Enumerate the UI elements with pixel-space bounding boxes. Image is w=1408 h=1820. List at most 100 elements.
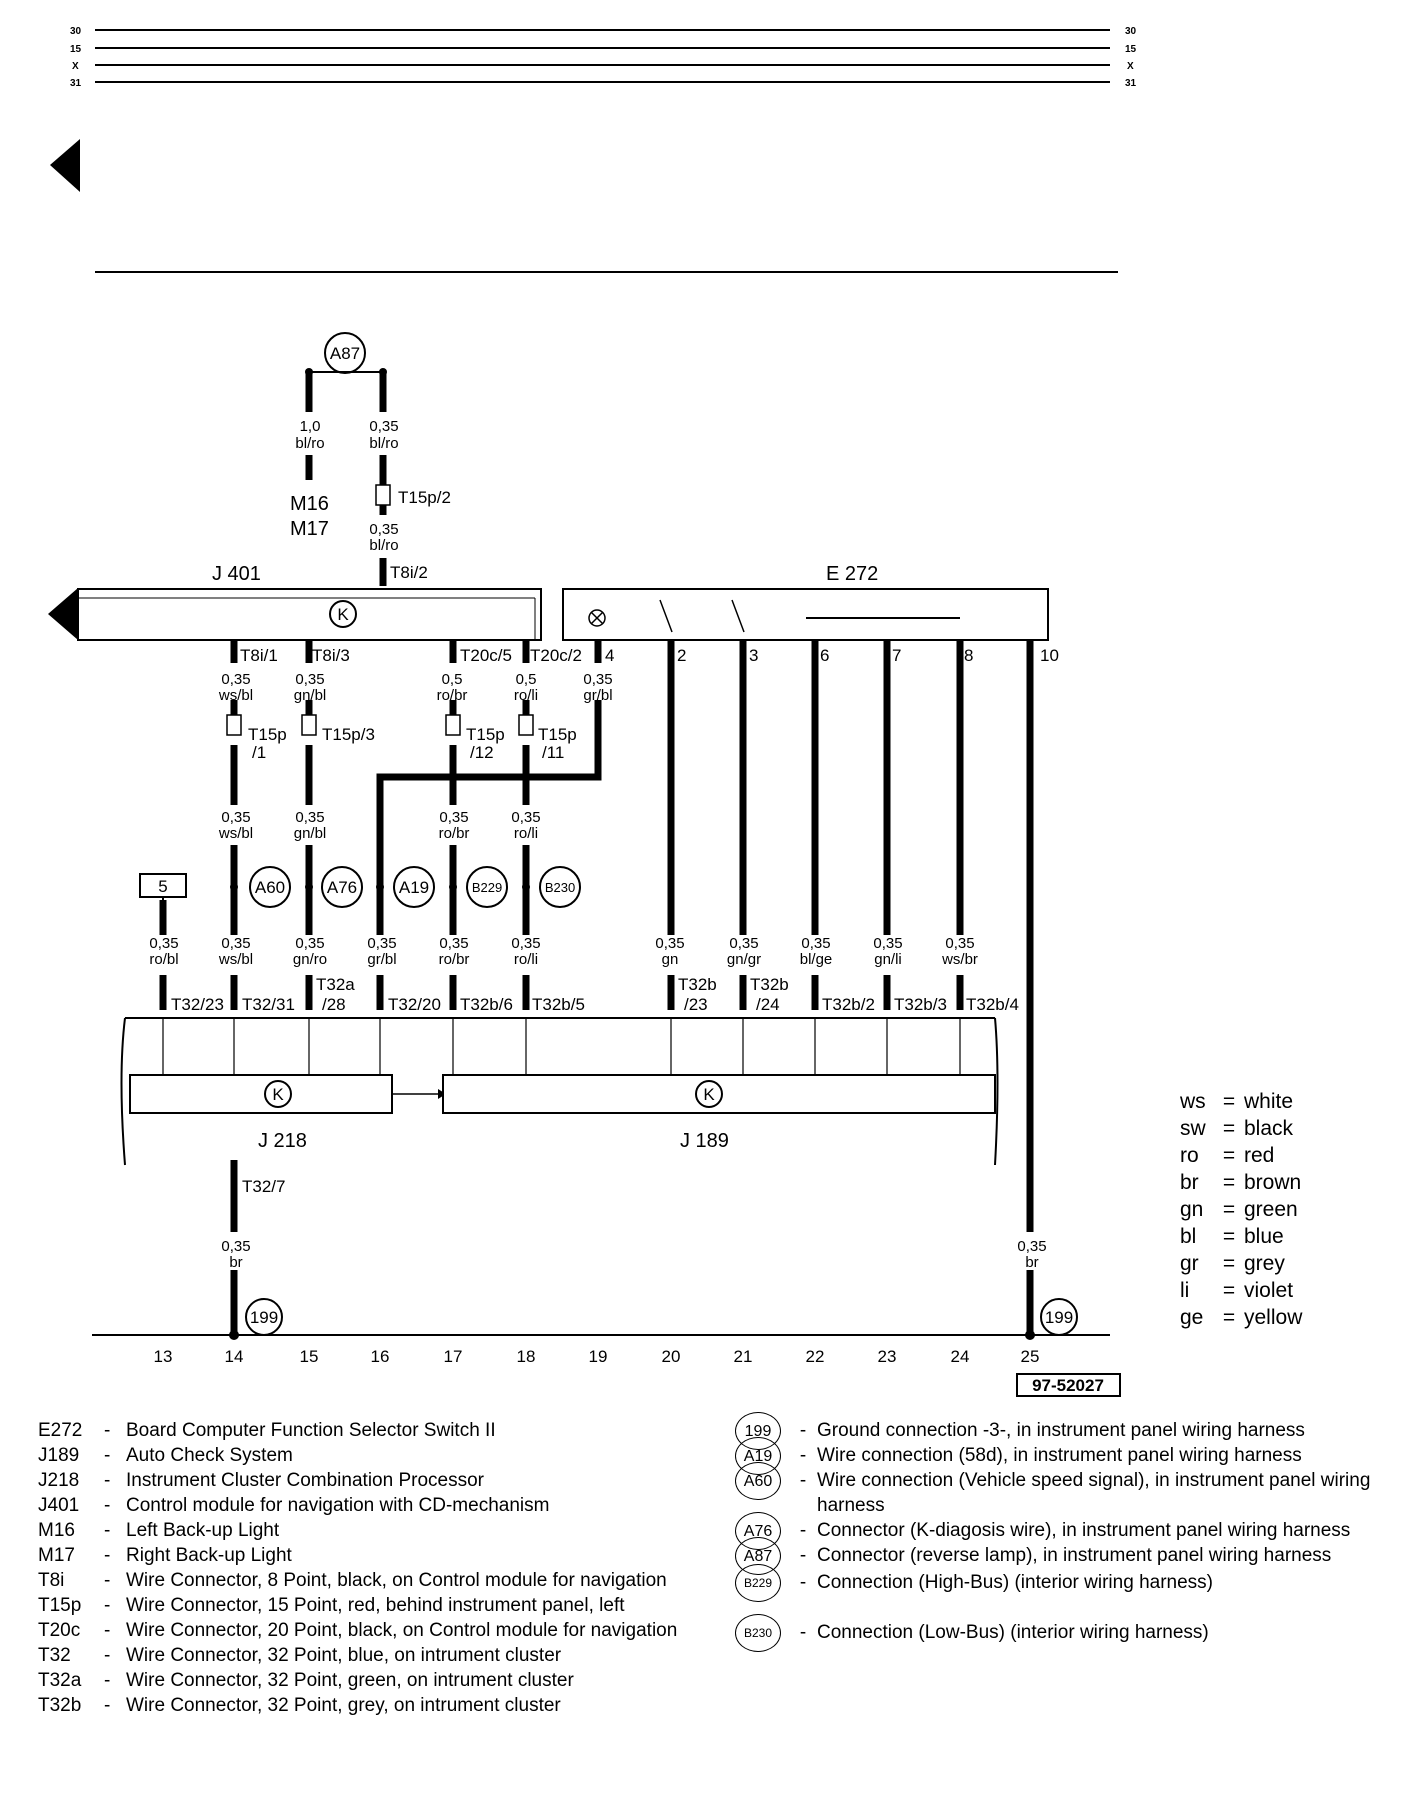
lower-wire-gauge-11: 0,35 [945, 935, 974, 952]
color-legend-row: gr = grey [1180, 1250, 1400, 1277]
pin-t32b-2: T32b/2 [822, 995, 875, 1014]
lower-wire-gauge-5: 0,35 [439, 935, 468, 952]
b230-connector [539, 866, 581, 908]
dash: - [104, 1670, 111, 1691]
color-abbr: ge [1180, 1306, 1204, 1329]
color-abbr: gr [1180, 1252, 1199, 1275]
dash: - [799, 1420, 807, 1441]
component-legend-row: T8i-Wire Connector, 8 Point, black, on C… [38, 1568, 728, 1593]
e272-pin-2: 2 [677, 646, 686, 665]
m16-label: M16 [290, 493, 329, 515]
connection-desc: Connector (K-diagosis wire), in instrume… [817, 1520, 1351, 1541]
color-abbr: ws [1180, 1090, 1206, 1113]
dash: - [104, 1420, 111, 1441]
component-legend-row: M17-Right Back-up Light [38, 1543, 728, 1568]
rail-label-31: 31 [70, 78, 82, 89]
pin-t32b-6: T32b/6 [460, 995, 513, 1014]
bus-arrow [392, 1089, 446, 1099]
a87-left-color: bl/ro [295, 435, 324, 452]
track-16: 16 [371, 1347, 390, 1366]
component-code: T20c [38, 1620, 81, 1641]
figure-id-label: 97-52027 [1032, 1376, 1104, 1395]
j218-module: K J 218 [129, 1074, 393, 1152]
ground-label-right: 199 [1045, 1308, 1073, 1327]
pin-t32b-23-a: T32b [678, 975, 717, 994]
t8i2-label: T8i/2 [390, 563, 428, 582]
color-legend-row: ws=white [1180, 1088, 1400, 1115]
e272-switch: E 272 [562, 563, 1049, 641]
upper-wire-gauge-3: 0,5 [442, 671, 463, 688]
dash: - [104, 1470, 111, 1491]
color-legend-row: ge=yellow [1180, 1304, 1400, 1331]
lower-wire-color-8: gn/gr [727, 951, 761, 968]
component-desc: Wire Connector, 20 Point, black, on Cont… [126, 1620, 678, 1641]
mid-wire-color-2: gn/bl [294, 825, 327, 842]
a19-connector [393, 866, 435, 908]
dash: - [104, 1445, 111, 1466]
j189-module: K J 189 [442, 1074, 996, 1152]
mid-wire-color-4: ro/li [514, 825, 538, 842]
lower-wire-gauge-2: 0,35 [221, 935, 250, 952]
ground-pin-t32-7: T32/7 [242, 1177, 285, 1196]
t15p-1-name: T15p [248, 725, 287, 744]
lower-wire-gauge-10: 0,35 [873, 935, 902, 952]
connection-legend-row: B230-Connection (Low-Bus) (interior wiri… [735, 1614, 1395, 1652]
equals-sign: = [1222, 1198, 1236, 1221]
connection-legend-row: A19-Wire connection (58d), in instrument… [735, 1437, 1395, 1475]
component-legend: E272-Board Computer Function Selector Sw… [38, 1418, 728, 1718]
color-legend-row: br=brown [1180, 1169, 1400, 1196]
connection-desc: Wire connection (58d), in instrument pan… [817, 1445, 1302, 1466]
lower-wire-color-2: ws/bl [218, 951, 253, 968]
mid-wire-gauge-1: 0,35 [221, 809, 250, 826]
connection-desc: Ground connection -3-, in instrument pan… [817, 1420, 1305, 1441]
pin-t32-20: T32/20 [388, 995, 441, 1014]
component-code: J401 [38, 1495, 80, 1516]
lower-wire-gauge-6: 0,35 [511, 935, 540, 952]
component-desc: Wire Connector, 8 Point, black, on Contr… [126, 1570, 667, 1591]
component-legend-row: T32a-Wire Connector, 32 Point, green, on… [38, 1668, 728, 1693]
mid-wire-color-1: ws/bl [218, 825, 253, 842]
ground-connector-199-left [245, 1298, 283, 1336]
e272-pins: 4 2 3 6 7 8 10 [605, 646, 1059, 665]
a19-label: A19 [399, 878, 429, 897]
track-18: 18 [517, 1347, 536, 1366]
dash: - [104, 1645, 111, 1666]
component-legend-row: T15p-Wire Connector, 15 Point, red, behi… [38, 1593, 728, 1618]
track-13: 13 [154, 1347, 173, 1366]
lower-wire-color-5: ro/br [439, 951, 470, 968]
b230-label: B230 [545, 880, 575, 895]
color-name: grey [1244, 1252, 1285, 1275]
component-desc: Wire Connector, 15 Point, red, behind in… [126, 1595, 625, 1616]
component-desc: Right Back-up Light [126, 1545, 292, 1566]
j401-pin-3: T20c/5 [460, 646, 512, 665]
connection-legend-row: A60-Wire connection (Vehicle speed signa… [735, 1462, 1395, 1518]
j401-label: J 401 [212, 563, 261, 585]
connection-desc: Wire connection (Vehicle speed signal), … [817, 1470, 1371, 1516]
color-name: red [1244, 1144, 1275, 1167]
j401-k-symbol: K [337, 605, 349, 624]
connection-legend-row: B229-Connection (High-Bus) (interior wir… [735, 1564, 1395, 1602]
rail-label-30-right: 30 [1125, 26, 1137, 37]
equals-sign: = [1222, 1306, 1236, 1329]
mid-wire-color-3: ro/br [439, 825, 470, 842]
rail-label-15: 15 [70, 44, 82, 55]
color-legend-row: ro=red [1180, 1142, 1400, 1169]
pin-t32b-23-b: /23 [684, 995, 708, 1014]
dash: - [799, 1545, 807, 1566]
lower-wire-gauge-4: 0,35 [367, 935, 396, 952]
pin-t32-23: T32/23 [171, 995, 224, 1014]
continuation-arrow-top [50, 139, 80, 192]
dash: - [104, 1570, 111, 1591]
equals-sign: = [1222, 1252, 1236, 1275]
lower-wire-color-11: ws/br [941, 951, 978, 968]
ground-wire-color-right: br [1025, 1254, 1038, 1271]
color-legend-row: bl=blue [1180, 1223, 1400, 1250]
circle-connectors: A60 A76 A19 B229 B230 [230, 866, 581, 908]
lower-wire-color-6: ro/li [514, 951, 538, 968]
j189-k-symbol: K [703, 1085, 715, 1104]
color-name: green [1244, 1198, 1298, 1221]
box-5: 5 [139, 873, 187, 898]
connection-legend: 199-Ground connection -3-, in instrument… [735, 1412, 1395, 1652]
upper-wire-color-5: gr/bl [583, 687, 612, 704]
component-desc: Auto Check System [126, 1445, 293, 1466]
